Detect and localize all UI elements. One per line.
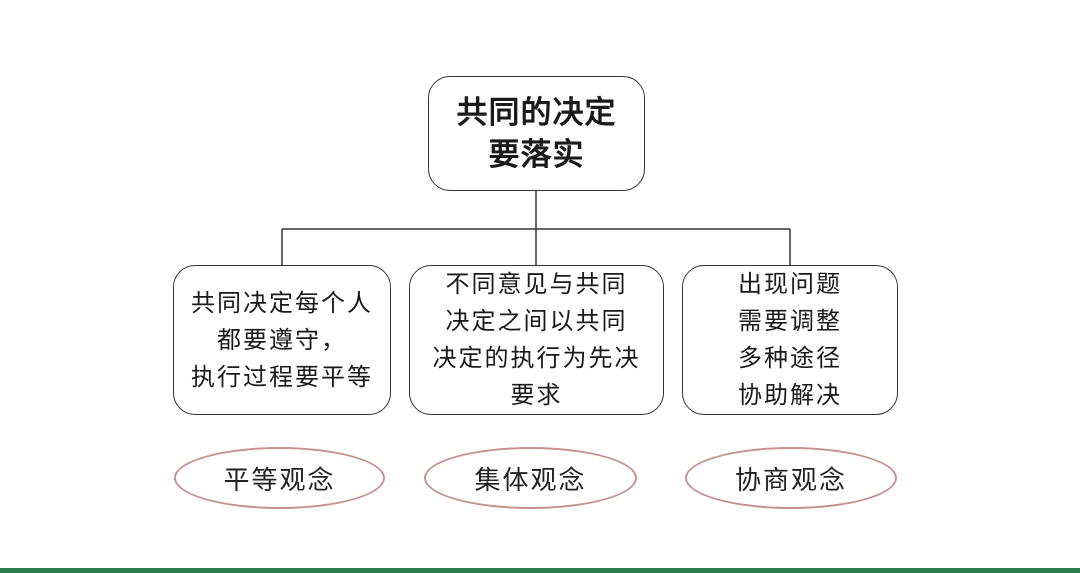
child-node-negotiation: 出现问题 需要调整 多种途径 协助解决 [682, 265, 898, 415]
bottom-rule [0, 568, 1080, 573]
root-node-label: 共同的决定 要落实 [456, 94, 617, 173]
child-node-label: 出现问题 需要调整 多种途径 协助解决 [738, 270, 842, 409]
root-node: 共同的决定 要落实 [428, 76, 645, 191]
concept-label: 集体观念 [474, 465, 587, 496]
concept-label: 平等观念 [223, 465, 336, 496]
child-node-collective: 不同意见与共同 决定之间以共同 决定的执行为先决 要求 [409, 265, 664, 415]
concept-ellipse-equality: 平等观念 [174, 447, 385, 509]
concept-ellipse-collective: 集体观念 [424, 447, 637, 509]
child-node-equality: 共同决定每个人 都要遵守， 执行过程要平等 [173, 265, 391, 415]
concept-ellipse-negotiation: 协商观念 [685, 447, 897, 509]
child-node-label: 不同意见与共同 决定之间以共同 决定的执行为先决 要求 [432, 270, 641, 409]
concept-label: 协商观念 [734, 465, 847, 496]
child-node-label: 共同决定每个人 都要遵守， 执行过程要平等 [191, 288, 373, 391]
